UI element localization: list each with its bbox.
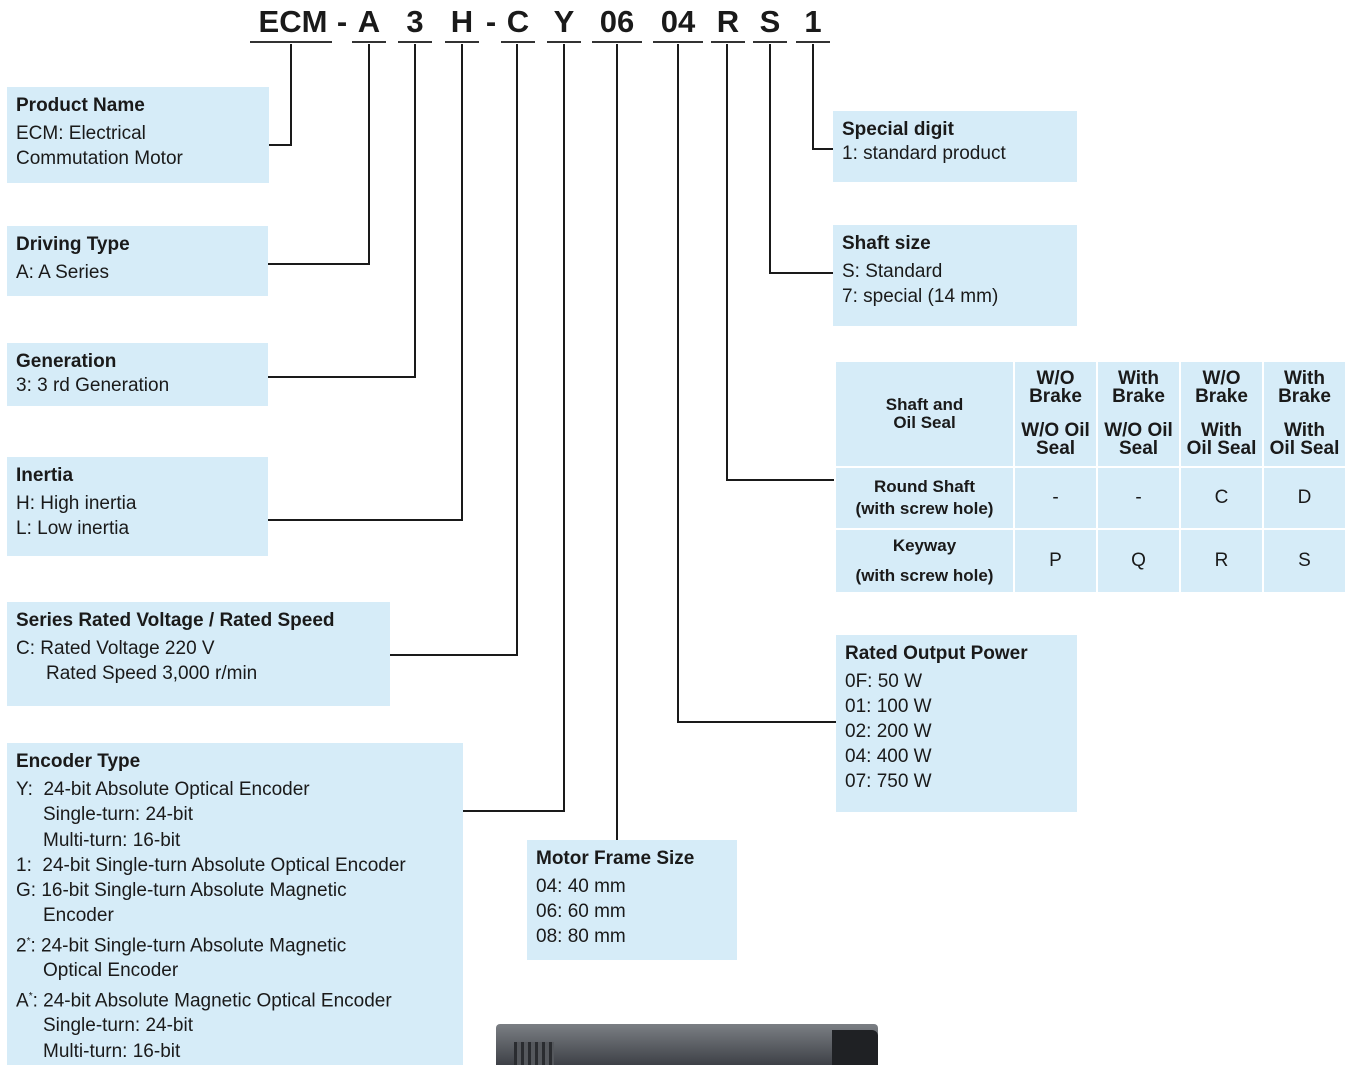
table-row: Keyway (with screw hole) P Q R S xyxy=(836,530,1345,592)
rated-output-power-title: Rated Output Power xyxy=(845,643,1068,665)
encoder-line: Single-turn: 24-bit xyxy=(16,1013,454,1038)
table-cell: - xyxy=(1098,468,1179,528)
encoder-line: Single-turn: 24-bit xyxy=(16,802,454,827)
shaft-size-title: Shaft size xyxy=(842,233,1068,255)
motor-frame-size-box: Motor Frame Size 04: 40 mm 06: 60 mm 08:… xyxy=(527,840,737,960)
product-name-box: Product Name ECM: Electrical Commutation… xyxy=(7,87,269,183)
brake-label: Brake xyxy=(1099,388,1178,406)
table-cell: R xyxy=(1181,530,1262,592)
shaft-size-box: Shaft size S: Standard 7: special (14 mm… xyxy=(833,225,1077,326)
seal-label: Seal xyxy=(1016,440,1095,458)
power-line: 04: 400 W xyxy=(845,744,1068,769)
product-name-line: Commutation Motor xyxy=(16,146,260,171)
encoder-line: Multi-turn: 16-bit xyxy=(16,828,454,853)
generation-line: 3: 3 rd Generation xyxy=(16,373,259,398)
corner-line: Shaft and xyxy=(837,396,1012,414)
encoder-line: Multi-turn: 16-bit xyxy=(16,1039,454,1064)
row-header: Round Shaft (with screw hole) xyxy=(836,468,1013,528)
leader-shaft-seal xyxy=(727,44,834,480)
table-cell: S xyxy=(1264,530,1345,592)
power-line: 01: 100 W xyxy=(845,694,1068,719)
encoder-line: G: 16-bit Single-turn Absolute Magnetic xyxy=(16,878,454,903)
row-header: Keyway (with screw hole) xyxy=(836,530,1013,592)
generation-title: Generation xyxy=(16,351,259,373)
seal-label: Oil Seal xyxy=(1182,440,1261,458)
encoder-code: A xyxy=(16,990,29,1011)
encoder-type-title: Encoder Type xyxy=(16,751,454,773)
inertia-box: Inertia H: High inertia L: Low inertia xyxy=(7,457,268,556)
shaft-size-line: S: Standard xyxy=(842,259,1068,284)
row-label: Round Shaft xyxy=(837,476,1012,498)
shaft-size-line: 7: special (14 mm) xyxy=(842,284,1068,309)
driving-type-box: Driving Type A: A Series xyxy=(7,226,268,296)
encoder-line: Optical Encoder xyxy=(16,958,454,983)
leader-special-digit xyxy=(813,44,833,149)
motor-frame-size-title: Motor Frame Size xyxy=(536,848,728,870)
special-digit-line: 1: standard product xyxy=(842,141,1068,166)
motor-fins xyxy=(514,1042,554,1065)
product-name-line: ECM: Electrical xyxy=(16,121,260,146)
shaft-oil-seal-table: Shaft and Oil Seal W/O Brake W/O Oil Sea… xyxy=(834,360,1347,594)
inertia-line: H: High inertia xyxy=(16,491,259,516)
driving-type-title: Driving Type xyxy=(16,234,259,256)
row-label: (with screw hole) xyxy=(837,561,1012,591)
table-header-row: Shaft and Oil Seal W/O Brake W/O Oil Sea… xyxy=(836,362,1345,466)
driving-type-line: A: A Series xyxy=(16,260,259,285)
voltage-speed-title: Series Rated Voltage / Rated Speed xyxy=(16,610,381,632)
frame-size-line: 08: 80 mm xyxy=(536,924,728,949)
seal-label: Oil Seal xyxy=(1265,440,1344,458)
rated-output-power-box: Rated Output Power 0F: 50 W 01: 100 W 02… xyxy=(836,635,1077,812)
encoder-line: Y: 24-bit Absolute Optical Encoder xyxy=(16,777,454,802)
product-name-title: Product Name xyxy=(16,95,260,117)
special-digit-title: Special digit xyxy=(842,119,1068,141)
leader-driving-type xyxy=(268,44,369,264)
encoder-type-box: Encoder Type Y: 24-bit Absolute Optical … xyxy=(7,743,463,1065)
power-line: 02: 200 W xyxy=(845,719,1068,744)
encoder-desc: : 24-bit Single-turn Absolute Magnetic xyxy=(30,935,346,956)
corner-line: Oil Seal xyxy=(837,414,1012,432)
motor-image xyxy=(496,1024,878,1065)
column-header: With Brake W/O Oil Seal xyxy=(1098,362,1179,466)
row-label: Keyway xyxy=(837,531,1012,561)
motor-end-cap xyxy=(832,1030,878,1065)
table-row: Round Shaft (with screw hole) - - C D xyxy=(836,468,1345,528)
frame-size-line: 06: 60 mm xyxy=(536,899,728,924)
encoder-line: 1: 24-bit Single-turn Absolute Optical E… xyxy=(16,853,454,878)
leader-encoder-type xyxy=(463,44,564,811)
encoder-line: A*: 24-bit Absolute Magnetic Optical Enc… xyxy=(16,984,454,1014)
table-corner-cell: Shaft and Oil Seal xyxy=(836,362,1013,466)
brake-label: Brake xyxy=(1016,388,1095,406)
table-cell: D xyxy=(1264,468,1345,528)
encoder-desc: : 24-bit Absolute Magnetic Optical Encod… xyxy=(33,990,392,1011)
seal-label: Seal xyxy=(1099,440,1178,458)
power-line: 07: 750 W xyxy=(845,769,1068,794)
power-line: 0F: 50 W xyxy=(845,669,1068,694)
generation-box: Generation 3: 3 rd Generation xyxy=(7,343,268,406)
row-label: (with screw hole) xyxy=(837,498,1012,520)
column-header: With Brake With Oil Seal xyxy=(1264,362,1345,466)
table-cell: - xyxy=(1015,468,1096,528)
frame-size-line: 04: 40 mm xyxy=(536,874,728,899)
leader-inertia xyxy=(268,44,462,520)
leader-voltage-speed xyxy=(390,44,517,655)
encoder-line: Encoder xyxy=(16,903,454,928)
brake-label: Brake xyxy=(1265,388,1344,406)
inertia-title: Inertia xyxy=(16,465,259,487)
table-cell: C xyxy=(1181,468,1262,528)
column-header: W/O Brake With Oil Seal xyxy=(1181,362,1262,466)
encoder-code: 2 xyxy=(16,935,27,956)
voltage-speed-line: Rated Speed 3,000 r/min xyxy=(16,661,381,686)
table-cell: P xyxy=(1015,530,1096,592)
leader-shaft-size xyxy=(770,44,833,273)
encoder-line: 2*: 24-bit Single-turn Absolute Magnetic xyxy=(16,929,454,959)
column-header: W/O Brake W/O Oil Seal xyxy=(1015,362,1096,466)
leader-product-name xyxy=(269,44,291,145)
table-cell: Q xyxy=(1098,530,1179,592)
inertia-line: L: Low inertia xyxy=(16,516,259,541)
voltage-speed-box: Series Rated Voltage / Rated Speed C: Ra… xyxy=(7,602,390,706)
brake-label: Brake xyxy=(1182,388,1261,406)
voltage-speed-line: C: Rated Voltage 220 V xyxy=(16,636,381,661)
special-digit-box: Special digit 1: standard product xyxy=(833,111,1077,182)
